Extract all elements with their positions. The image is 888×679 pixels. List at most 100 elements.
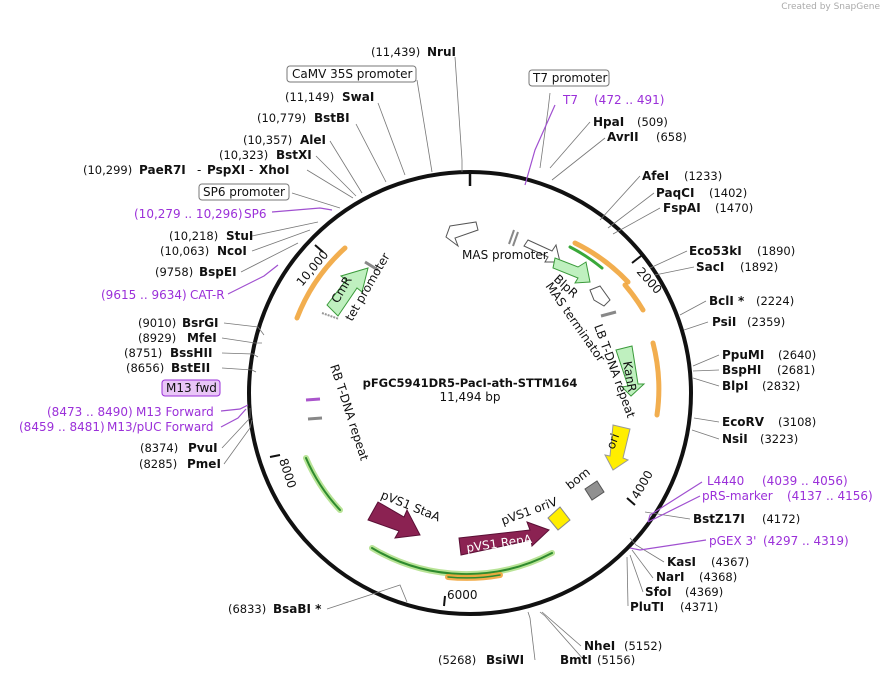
site-bcli-name: BclI *: [709, 294, 745, 308]
tick-label-4000: 4000: [628, 468, 655, 501]
site-psii-pos: (2359): [747, 315, 785, 329]
feature-arrows: [305, 221, 646, 556]
label-t7-promoter: T7 promoter: [532, 71, 608, 85]
site-bstz17i-name: BstZ17I: [693, 512, 745, 526]
site-bsteii-pos: (8656): [126, 361, 164, 375]
site-mfei-pos: (8929): [138, 331, 176, 345]
site-bsphi-pos: (2681): [777, 363, 815, 377]
site-nhei-pos: (5152): [624, 639, 662, 653]
site-nari-pos: (4368): [699, 570, 737, 584]
primer-m13puc-pos: (8459 .. 8481): [19, 420, 105, 434]
site-eco53ki-pos: (1890): [757, 244, 795, 258]
mas-mark: [508, 229, 515, 245]
label-sp6-promoter: SP6 promoter: [203, 185, 285, 199]
site-bspei-name: BspEI: [199, 265, 237, 279]
site-pvui-name: PvuI: [188, 441, 218, 455]
site-bsrgi-pos: (9010): [138, 316, 176, 330]
site-stui-name: StuI: [226, 229, 253, 243]
pvs1-oriv-box: [547, 506, 571, 531]
site-bmti-name: BmtI: [560, 653, 592, 667]
label-mas-promoter: MAS promoter: [462, 248, 548, 262]
site-bsshii-name: BssHII: [170, 346, 212, 360]
primer-t7-name: T7: [562, 93, 578, 107]
mas-terminator-arrow: [589, 285, 611, 307]
site-kasi-name: KasI: [667, 555, 696, 569]
label-ori: ori: [604, 432, 622, 451]
primer-pgex-pos: (4297 .. 4319): [763, 534, 849, 548]
site-paer7i-pos: (10,299): [83, 163, 132, 177]
leader-lines: [221, 56, 720, 661]
primer-cat-name: CAT-R: [190, 288, 225, 302]
lb-repeat-mark: [600, 310, 617, 318]
site-bstbi-name: BstBI: [314, 111, 350, 125]
site-saci-pos: (1892): [740, 260, 778, 274]
site-pvui-pos: (8374): [140, 441, 178, 455]
site-bsiwi-name: BsiWI: [486, 653, 524, 667]
site-bspei-pos: (9758): [155, 265, 193, 279]
restriction-sites-right: NheI (5152) BmtI (5156) HpaI (509) AvrII…: [560, 115, 816, 667]
site-nrui-name: NruI: [427, 45, 456, 59]
primer-labels: T7 (472 .. 491) (10,279 .. 10,296) SP6 (…: [19, 93, 873, 548]
feature-arcs: [294, 240, 662, 581]
site-alei-name: AleI: [300, 133, 326, 147]
boxed-labels: CaMV 35S promoter T7 promoter SP6 promot…: [161, 65, 610, 397]
site-nsii-name: NsiI: [722, 432, 748, 446]
site-bsiwi-pos: (5268): [438, 653, 476, 667]
site-bsteii-name: BstEII: [171, 361, 210, 375]
site-afei-name: AfeI: [642, 169, 669, 183]
primer-leader-lines: [220, 104, 707, 551]
rb-repeat-mark: [307, 416, 323, 421]
site-saci-name: SacI: [696, 260, 724, 274]
primer-sp6-name: SP6: [244, 207, 267, 221]
site-bsrgi-name: BsrGI: [182, 316, 219, 330]
blpr-arrow: [552, 257, 591, 284]
bom-box: [584, 480, 605, 501]
site-sfoi-name: SfoI: [645, 585, 672, 599]
primer-prs-pos: (4137 .. 4156): [787, 489, 873, 503]
site-avrii-name: AvrII: [607, 130, 639, 144]
tick-label-8000: 8000: [276, 457, 299, 490]
site-nari-name: NarI: [656, 570, 685, 584]
site-sep-1: -: [197, 163, 201, 177]
site-psii-name: PsiI: [712, 315, 736, 329]
site-bstxi-pos: (10,323): [219, 148, 268, 162]
site-blpi-pos: (2832): [762, 379, 800, 393]
site-pluti-name: PluTI: [630, 600, 664, 614]
site-hpai-name: HpaI: [593, 115, 624, 129]
tet-promoter-mark: [364, 260, 379, 272]
restriction-sites-left: (11,439) NruI (11,149) SwaI (10,779) Bst…: [83, 45, 524, 667]
site-bcli-pos: (2224): [756, 294, 794, 308]
label-m13-fwd: M13 fwd: [166, 381, 217, 395]
kanr-arrow: [615, 345, 646, 397]
primer-sp6-pos: (10,279 .. 10,296): [134, 207, 243, 221]
site-swai-name: SwaI: [342, 90, 374, 104]
site-sep-2: -: [249, 163, 253, 177]
label-camv35s-promoter: CaMV 35S promoter: [292, 67, 413, 81]
site-paqci-name: PaqCI: [656, 186, 694, 200]
site-ecorv-name: EcoRV: [722, 415, 765, 429]
primer-l4440-pos: (4039 .. 4056): [762, 474, 848, 488]
site-swai-pos: (11,149): [285, 90, 334, 104]
site-hpai-pos: (509): [637, 115, 668, 129]
site-bmti-pos: (5156): [597, 653, 635, 667]
site-bstbi-pos: (10,779): [257, 111, 306, 125]
snapgene-credit: Created by SnapGene: [781, 2, 880, 12]
site-ncoi-pos: (10,063): [160, 244, 209, 258]
site-ncoi-name: NcoI: [217, 244, 247, 258]
site-pspxi-name: PspXI: [207, 163, 245, 177]
site-ppumi-pos: (2640): [778, 348, 816, 362]
site-paqci-pos: (1402): [709, 186, 747, 200]
tick-label-6000: 6000: [447, 588, 478, 602]
site-avrii-pos: (658): [656, 130, 687, 144]
label-kanr: KanR: [620, 360, 639, 393]
site-nsii-pos: (3223): [760, 432, 798, 446]
site-fspai-name: FspAI: [663, 201, 701, 215]
site-mfei-name: MfeI: [187, 331, 217, 345]
site-nrui-pos: (11,439): [371, 45, 420, 59]
site-kasi-pos: (4367): [711, 555, 749, 569]
site-ppumi-name: PpuMI: [722, 348, 764, 362]
site-bstz17i-pos: (4172): [762, 512, 800, 526]
primer-m13f-name: M13 Forward: [136, 405, 214, 419]
ori-arrow: [604, 424, 631, 471]
site-paer7i-name: PaeR7I: [139, 163, 186, 177]
